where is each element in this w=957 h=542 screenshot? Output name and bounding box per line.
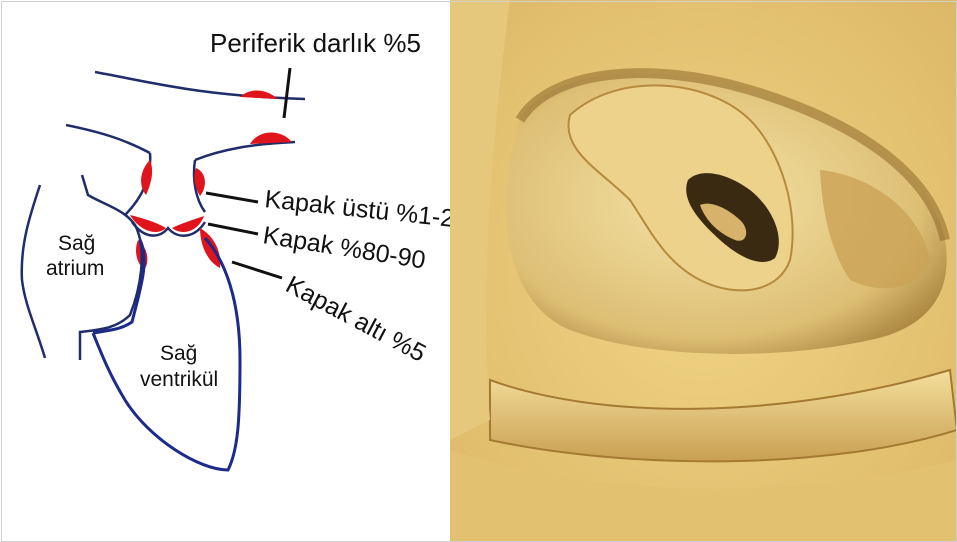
label-right-atrium-line1: Sağ (58, 232, 95, 255)
label-subvalvular: Kapak altı %5 (281, 271, 430, 368)
subvalvular-lesion (200, 228, 220, 268)
leader-supravalvular (206, 193, 258, 202)
label-peripheral-stenosis: Periferik darlık %5 (210, 28, 421, 58)
specimen-photo (450, 0, 957, 542)
label-valvular: Kapak %80-90 (261, 221, 427, 274)
peripheral-stenosis-lower-lesion (250, 132, 292, 144)
leader-subvalvular (232, 262, 282, 278)
label-right-ventricle-line2: ventrikül (140, 368, 218, 391)
specimen-illustration (450, 0, 957, 542)
leader-valvular (208, 224, 258, 234)
diagram-panel: Periferik darlık %5 Kapak üstü %1-2 Kapa… (0, 0, 450, 542)
pulmonary-artery-lower-wall-right (195, 142, 295, 160)
label-right-ventricle-line1: Sağ (160, 342, 197, 365)
label-right-atrium-line2: atrium (46, 257, 104, 280)
peripheral-stenosis-upper-lesion (240, 90, 278, 99)
pulmonary-artery-lower-wall (66, 125, 150, 153)
pulmonary-artery-upper-wall (95, 72, 305, 99)
leader-peripheral (284, 68, 290, 118)
heart-schematic: Periferik darlık %5 Kapak üstü %1-2 Kapa… (0, 0, 450, 542)
right-atrium-outline (22, 185, 45, 358)
